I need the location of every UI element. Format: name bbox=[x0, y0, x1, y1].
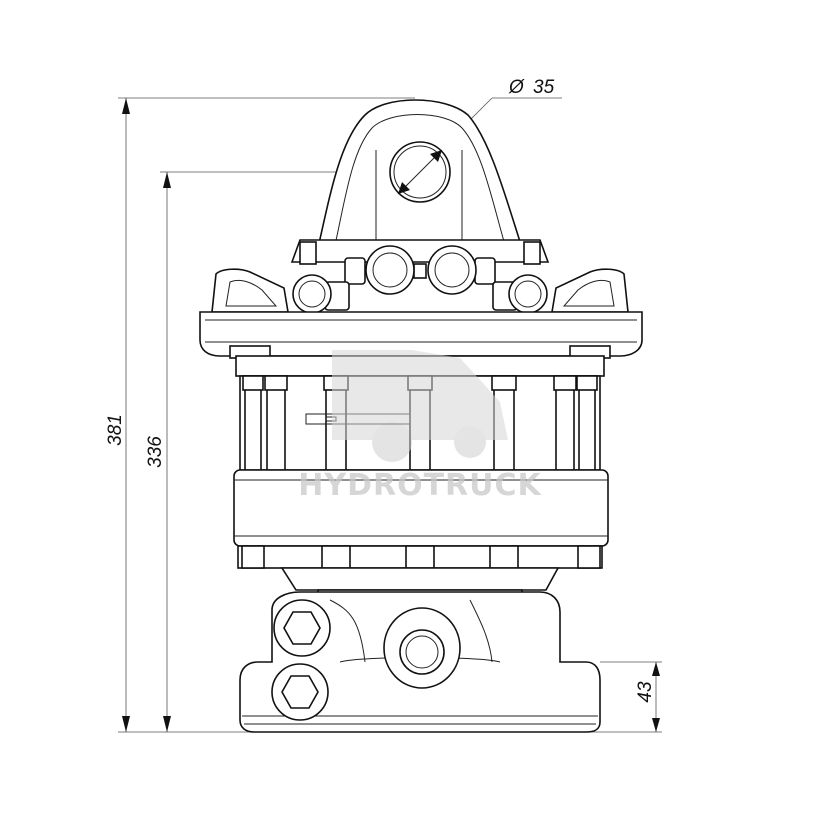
watermark-logo bbox=[332, 350, 508, 462]
lower-nuts bbox=[241, 545, 601, 569]
center-port bbox=[383, 607, 461, 689]
left-bracket bbox=[211, 268, 289, 313]
rotator-drawing bbox=[199, 99, 643, 733]
diameter-symbol: Ø bbox=[508, 77, 525, 98]
hex-port-lower bbox=[271, 663, 329, 721]
right-bracket bbox=[551, 268, 629, 313]
dimension-diameter-35: 35 bbox=[533, 77, 555, 98]
dimension-381: 381 bbox=[105, 414, 126, 446]
hydraulic-fittings bbox=[292, 245, 548, 314]
hex-port-upper bbox=[273, 599, 331, 657]
top-flange bbox=[199, 311, 643, 357]
dimension-336: 336 bbox=[145, 436, 166, 468]
watermark-text: HYDROTRUCK bbox=[298, 468, 542, 503]
dimension-43: 43 bbox=[635, 681, 656, 703]
